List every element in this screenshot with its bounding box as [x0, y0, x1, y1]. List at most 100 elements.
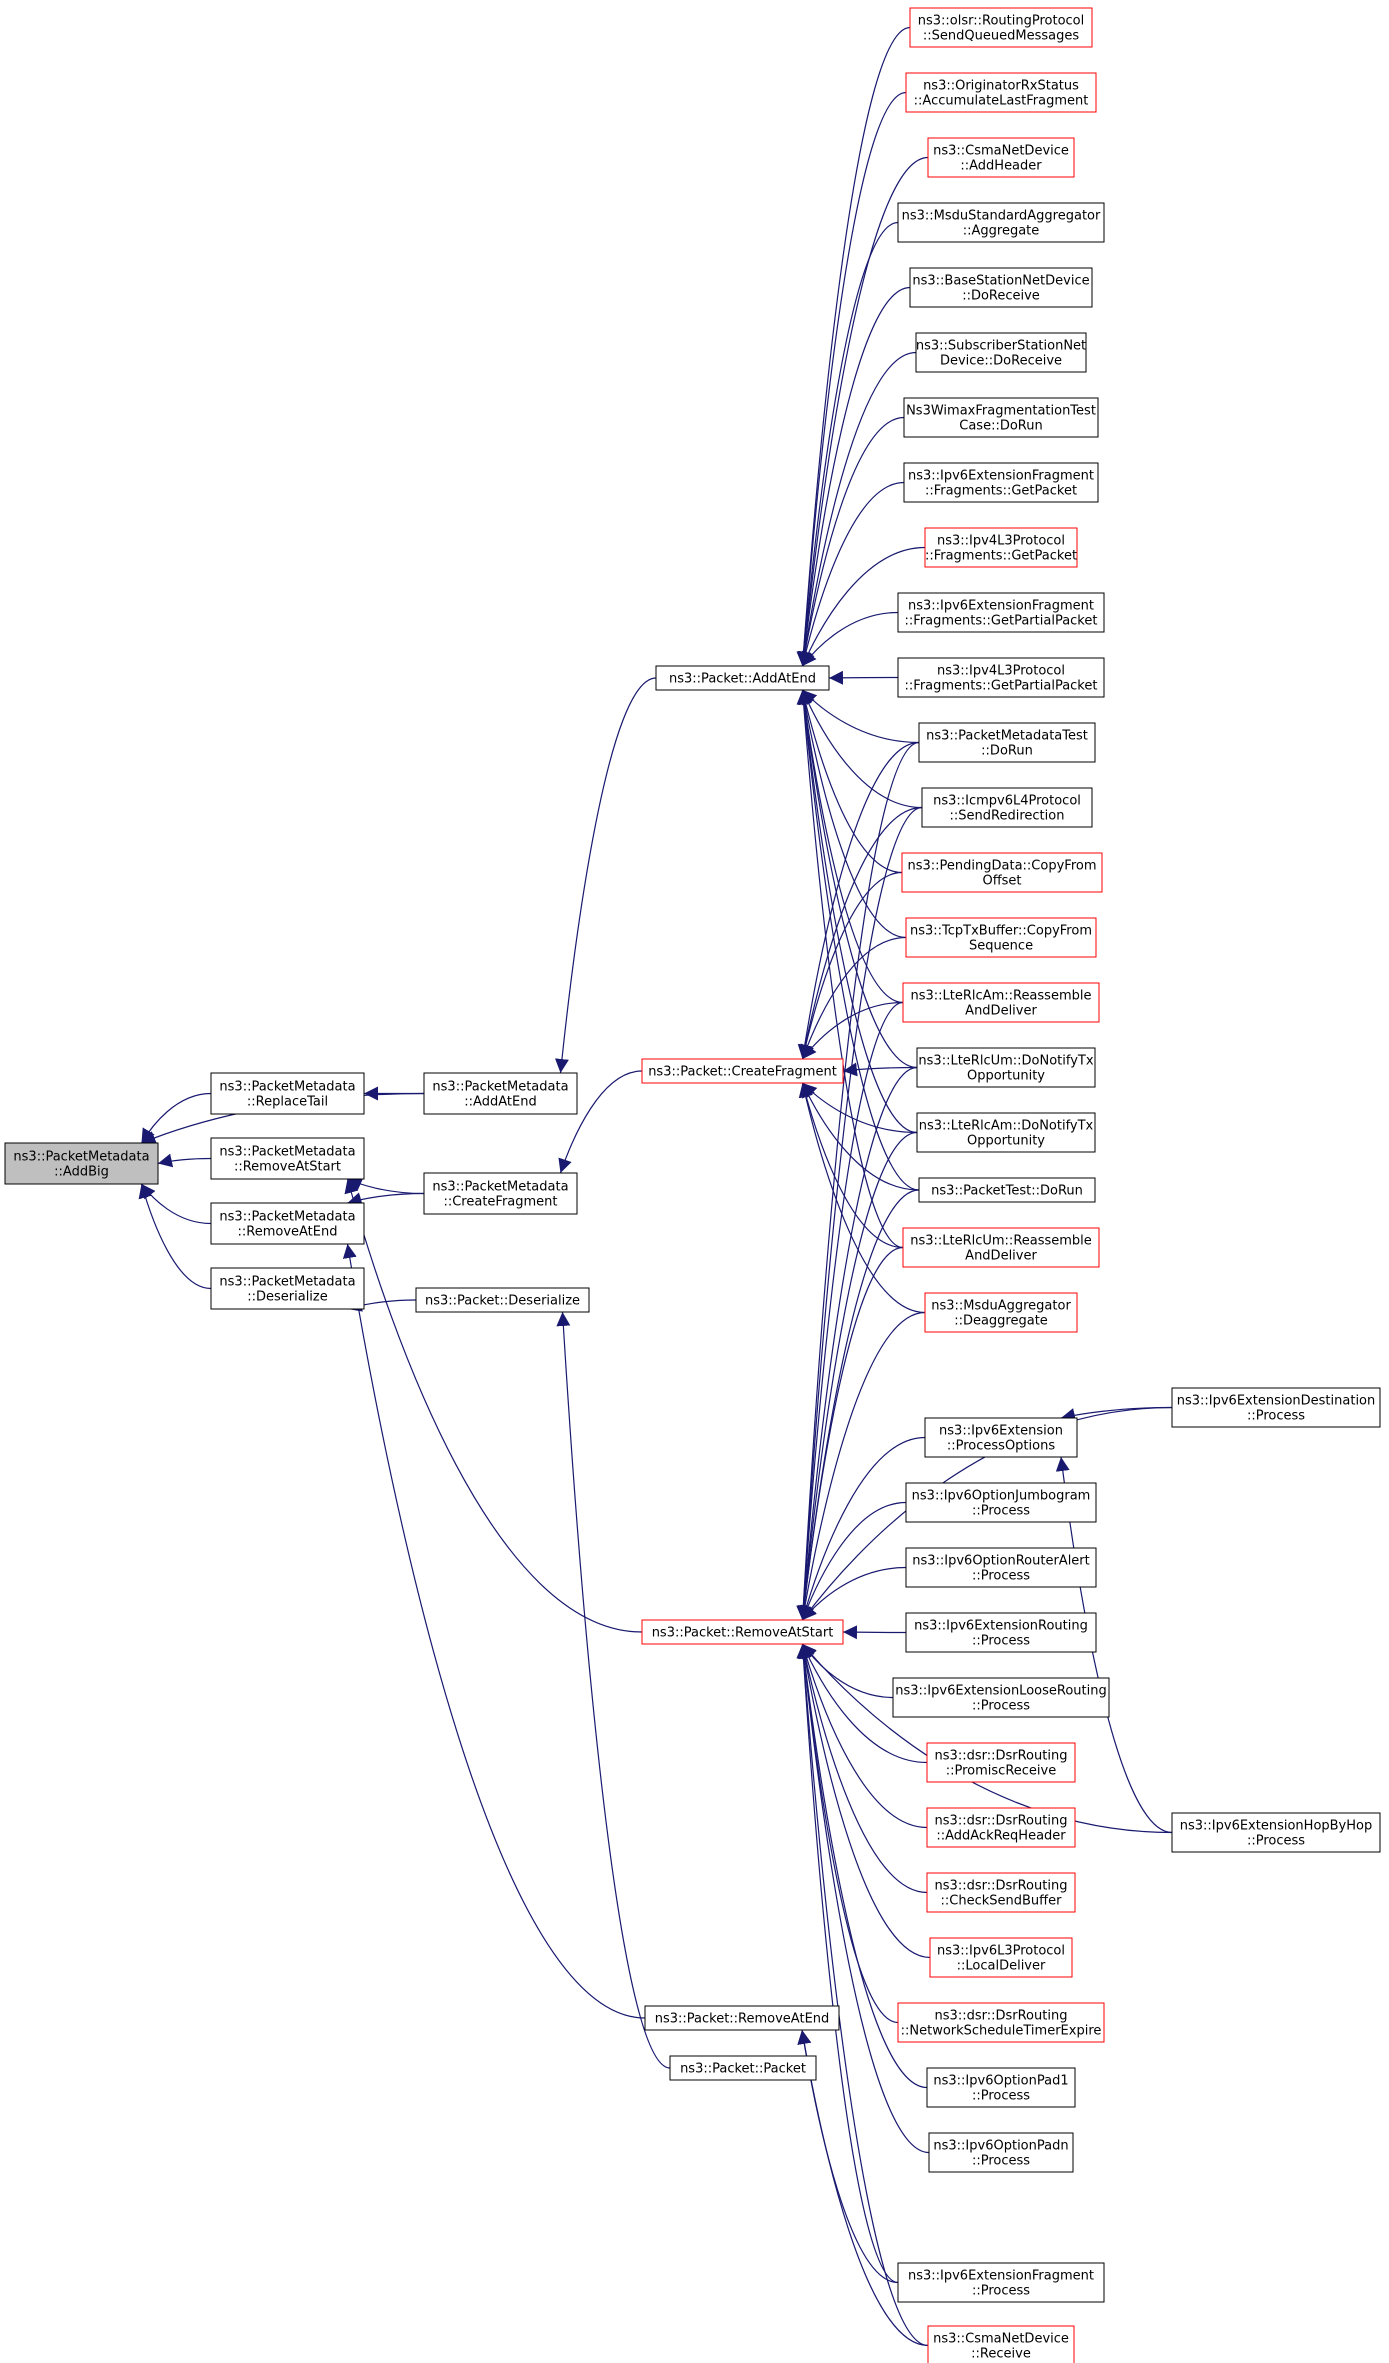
node-looserouting[interactable]: ns3::Ipv6ExtensionLooseRouting::Process [892, 1677, 1110, 1718]
node-box [902, 982, 1100, 1023]
node-dsr_ackreq[interactable]: ns3::dsr::DsrRouting::AddAckReqHeader [926, 1807, 1076, 1848]
node-ipv6ext_frag_proc[interactable]: ns3::Ipv6ExtensionFragment::Process [897, 2262, 1105, 2303]
node-label: ::CheckSendBuffer [941, 1894, 1063, 1909]
node-label: ::AddAckReqHeader [936, 1829, 1066, 1844]
node-label: ns3::CsmaNetDevice [933, 2332, 1069, 2347]
node-box [928, 2132, 1074, 2173]
node-extrouting[interactable]: ns3::Ipv6ExtensionRouting::Process [905, 1612, 1097, 1653]
node-pm_addatend[interactable]: ns3::PacketMetadata::AddAtEnd [423, 1072, 578, 1115]
node-pm_createfragment[interactable]: ns3::PacketMetadata::CreateFragment [423, 1172, 578, 1215]
edge-rlcam_reasm-to-p_addatend [797, 689, 904, 1004]
node-ipv6frag_partial[interactable]: ns3::Ipv6ExtensionFragment::Fragments::G… [897, 592, 1105, 633]
node-msdustd[interactable]: ns3::MsduStandardAggregator::Aggregate [897, 202, 1105, 243]
node-box [926, 1807, 1076, 1848]
edge-icmpv6-to-p_removeatstart [796, 806, 923, 1621]
node-olsr[interactable]: ns3::olsr::RoutingProtocol::SendQueuedMe… [909, 7, 1093, 48]
node-ipv4frag_partial[interactable]: ns3::Ipv4L3Protocol::Fragments::GetParti… [897, 657, 1105, 698]
node-pm_removeatend[interactable]: ns3::PacketMetadata::RemoveAtEnd [210, 1202, 365, 1245]
node-label: ns3::PacketTest::DoRun [931, 1184, 1083, 1199]
node-bsnd[interactable]: ns3::BaseStationNetDevice::DoReceive [909, 267, 1093, 308]
node-box [905, 1612, 1097, 1653]
node-padn[interactable]: ns3::Ipv6OptionPadn::Process [928, 2132, 1074, 2173]
node-replacetail[interactable]: ns3::PacketMetadata::ReplaceTail [210, 1072, 365, 1115]
node-label: ::Fragments::GetPartialPacket [905, 614, 1098, 629]
node-p_packet[interactable]: ns3::Packet::Packet [669, 2055, 817, 2081]
node-label: Ns3WimaxFragmentationTest [906, 404, 1096, 419]
node-label: ns3::Ipv6ExtensionDestination [1177, 1394, 1376, 1409]
edge-rlcam_reasm-to-p_createfragment [802, 1001, 904, 1060]
edge-ipv6l3_local-to-p_removeatstart [798, 1643, 931, 1959]
node-label: ns3::Packet::Deserialize [425, 1294, 580, 1309]
node-dsr_checksend[interactable]: ns3::dsr::DsrRouting::CheckSendBuffer [926, 1872, 1076, 1913]
node-csma_receive[interactable]: ns3::CsmaNetDevice::Receive [927, 2325, 1075, 2363]
node-pmtest[interactable]: ns3::PacketMetadataTest::DoRun [918, 722, 1096, 763]
edge-pending-to-p_addatend [798, 689, 903, 874]
node-box [905, 1482, 1097, 1523]
node-box [927, 137, 1075, 178]
node-label: ns3::PacketMetadataTest [926, 729, 1088, 744]
node-ipv6ext_procopt[interactable]: ns3::Ipv6Extension::ProcessOptions [924, 1417, 1078, 1458]
node-label: ::Fragments::GetPacket [925, 549, 1077, 564]
edge-msduagg-to-p_removeatstart [797, 1311, 926, 1621]
node-label: ::Deserialize [247, 1290, 328, 1305]
node-box [641, 1619, 844, 1645]
node-icmpv6[interactable]: ns3::Icmpv6L4Protocol::SendRedirection [921, 787, 1093, 828]
node-label: ::AddHeader [960, 159, 1042, 174]
node-label: ns3::Ipv6OptionPadn [933, 2139, 1068, 2154]
node-label: ns3::LteRlcAm::Reassemble [911, 989, 1092, 1004]
node-p_addatend[interactable]: ns3::Packet::AddAtEnd [655, 665, 830, 691]
node-hopbyhop[interactable]: ns3::Ipv6ExtensionHopByHop::Process [1171, 1812, 1381, 1853]
node-p_removeatend[interactable]: ns3::Packet::RemoveAtEnd [644, 2005, 840, 2031]
node-p_createfragment[interactable]: ns3::Packet::CreateFragment [641, 1058, 844, 1084]
node-pm_deserialize[interactable]: ns3::PacketMetadata::Deserialize [210, 1267, 365, 1310]
edge-p_removeatstart-to-pm_removeatstart [344, 1178, 643, 1633]
node-dsr_netsched[interactable]: ns3::dsr::DsrRouting::NetworkScheduleTim… [897, 2002, 1105, 2043]
edge-origrx-to-p_addatend [796, 91, 907, 667]
node-ipv6ext_dest[interactable]: ns3::Ipv6ExtensionDestination::Process [1171, 1387, 1381, 1428]
node-label: ns3::CsmaNetDevice [933, 144, 1069, 159]
edge-msduagg-to-p_createfragment [798, 1082, 926, 1314]
node-csma_addheader[interactable]: ns3::CsmaNetDevice::AddHeader [927, 137, 1075, 178]
node-jumbogram[interactable]: ns3::Ipv6OptionJumbogram::Process [905, 1482, 1097, 1523]
node-origrx[interactable]: ns3::OriginatorRxStatus::AccumulateLastF… [905, 72, 1097, 113]
node-label: ns3::Ipv6OptionJumbogram [912, 1489, 1091, 1504]
node-box [905, 917, 1097, 958]
node-box [921, 787, 1093, 828]
node-box [915, 332, 1087, 373]
node-ipv6l3_local[interactable]: ns3::Ipv6L3Protocol::LocalDeliver [929, 1937, 1073, 1978]
node-box [1171, 1387, 1381, 1428]
node-dsr_promisc[interactable]: ns3::dsr::DsrRouting::PromiscReceive [926, 1742, 1076, 1783]
node-box [897, 2002, 1105, 2043]
node-label: ::ReplaceTail [247, 1095, 328, 1110]
node-ipv4frag_get[interactable]: ns3::Ipv4L3Protocol::Fragments::GetPacke… [924, 527, 1078, 568]
node-packettest[interactable]: ns3::PacketTest::DoRun [918, 1177, 1096, 1203]
node-p_deserialize[interactable]: ns3::Packet::Deserialize [415, 1287, 590, 1313]
node-label: ns3::olsr::RoutingProtocol [918, 14, 1085, 29]
edge-pmtest-to-p_createfragment [797, 741, 920, 1060]
node-ssnd[interactable]: ns3::SubscriberStationNetDevice::DoRecei… [915, 332, 1087, 373]
node-box [1171, 1812, 1381, 1853]
node-routeralert[interactable]: ns3::Ipv6OptionRouterAlert::Process [905, 1547, 1097, 1588]
node-p_removeatstart[interactable]: ns3::Packet::RemoveAtStart [641, 1619, 844, 1645]
node-ipv6frag_get[interactable]: ns3::Ipv6ExtensionFragment::Fragments::G… [903, 462, 1099, 503]
node-box [210, 1267, 365, 1310]
node-label: ::Aggregate [963, 224, 1040, 239]
edge-extrouting-to-p_removeatstart [842, 1625, 907, 1640]
node-label: ns3::PacketMetadata [13, 1150, 149, 1165]
node-msduagg[interactable]: ns3::MsduAggregator::Deaggregate [924, 1292, 1078, 1333]
edge-jumbogram-to-p_removeatstart [800, 1501, 907, 1621]
node-pad1[interactable]: ns3::Ipv6OptionPad1::Process [926, 2067, 1076, 2108]
edge-olsr-to-p_addatend [796, 26, 911, 667]
node-label: ::Process [1247, 1834, 1305, 1849]
node-label: ns3::LteRlcUm::Reassemble [910, 1234, 1092, 1249]
node-pm_removeatstart[interactable]: ns3::PacketMetadata::RemoveAtStart [210, 1137, 365, 1180]
edge-icmpv6-to-p_createfragment [798, 806, 923, 1060]
node-box [644, 2005, 840, 2031]
